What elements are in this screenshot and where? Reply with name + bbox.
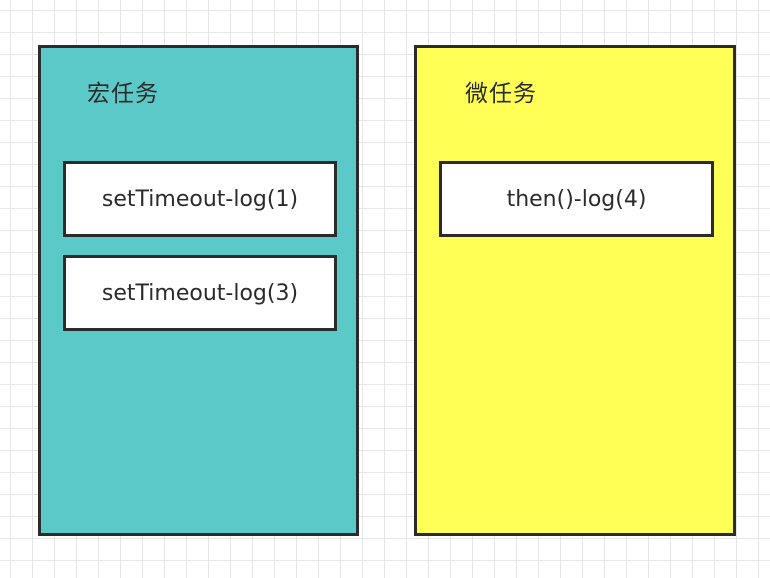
- macro-task-queue: 宏任务 setTimeout-log(1) setTimeout-log(3): [38, 45, 359, 536]
- macro-task-item: setTimeout-log(1): [63, 161, 337, 237]
- macro-task-item: setTimeout-log(3): [63, 255, 337, 331]
- micro-task-title: 微任务: [465, 81, 537, 107]
- micro-task-item: then()-log(4): [439, 161, 714, 237]
- micro-task-queue: 微任务 then()-log(4): [414, 45, 736, 536]
- macro-task-title: 宏任务: [87, 81, 159, 107]
